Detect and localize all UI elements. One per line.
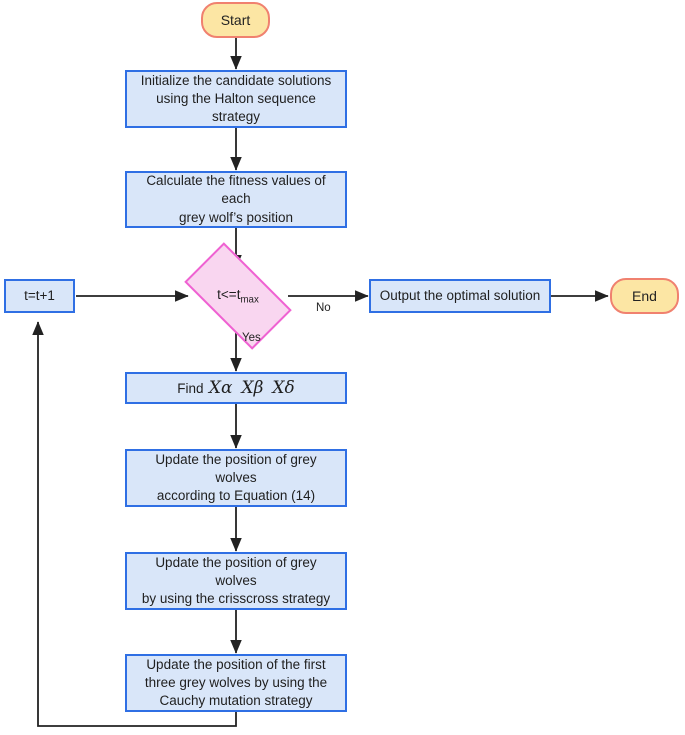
find-beta: β <box>253 377 264 398</box>
node-output-optimal-solution[interactable]: Output the optimal solution <box>369 279 551 313</box>
node-end[interactable]: End <box>610 278 679 314</box>
node-update-position-cauchy[interactable]: Update the position of the first three g… <box>125 654 347 712</box>
node-calculate-fitness[interactable]: Calculate the fitness values of each gre… <box>125 171 347 228</box>
node-start[interactable]: Start <box>201 2 270 38</box>
decision-label-main: t<=t <box>217 286 241 302</box>
find-delta: δ <box>284 377 295 398</box>
node-update-position-equation[interactable]: Update the position of grey wolves accor… <box>125 449 347 507</box>
find-x2: X <box>241 377 254 398</box>
node-end-label: End <box>632 288 657 304</box>
node-increment-counter[interactable]: t=t+1 <box>4 279 75 313</box>
find-x-beta: Xβ <box>241 378 263 398</box>
node-decision-label: t<=tmax <box>217 287 259 306</box>
find-x-alpha: Xα <box>209 378 233 398</box>
edge-label-no: No <box>316 302 331 314</box>
node-update-position-cauchy-line2: three grey wolves by using the <box>144 674 328 690</box>
node-calculate-fitness-line2: grey wolf’s position <box>178 209 294 225</box>
find-x3: X <box>272 377 285 398</box>
node-update-position-cauchy-line3: Cauchy mutation strategy <box>159 693 313 709</box>
node-decision-t-le-tmax[interactable]: t<=tmax <box>184 242 292 350</box>
edge-label-yes: Yes <box>242 332 261 344</box>
decision-label-subscript: max <box>240 294 259 306</box>
find-alpha: α <box>221 377 233 398</box>
node-update-position-crisscross-line2: by using the crisscross strategy <box>141 591 331 607</box>
find-lead-word: Find <box>177 380 204 396</box>
node-calculate-fitness-line1: Calculate the fitness values of each <box>146 173 326 207</box>
node-update-position-crisscross[interactable]: Update the position of grey wolves by us… <box>125 552 347 610</box>
node-initialize[interactable]: Initialize the candidate solutions using… <box>125 70 347 128</box>
node-update-position-equation-line2: according to Equation (14) <box>156 488 316 504</box>
node-update-position-equation-line1: Update the position of grey wolves <box>155 451 317 485</box>
find-x1: X <box>208 377 221 398</box>
node-initialize-line2: using the Halton sequence strategy <box>156 90 316 125</box>
node-update-position-cauchy-line1: Update the position of the first <box>146 656 326 672</box>
node-update-position-crisscross-line1: Update the position of grey wolves <box>155 554 317 588</box>
node-start-label: Start <box>220 12 251 28</box>
node-initialize-line1: Initialize the candidate solutions <box>140 72 332 88</box>
node-output-label: Output the optimal solution <box>379 287 541 303</box>
node-increment-counter-label: t=t+1 <box>24 287 55 303</box>
find-x-delta: Xδ <box>272 378 294 398</box>
